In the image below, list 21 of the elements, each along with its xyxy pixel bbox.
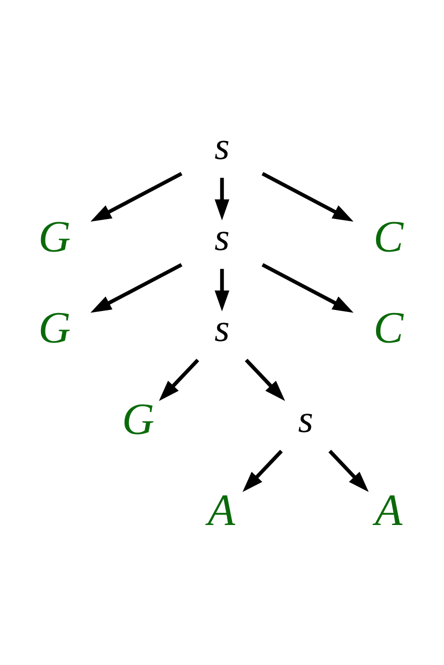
arrow	[242, 449, 283, 492]
arrow	[262, 262, 354, 312]
arrow	[244, 358, 286, 400]
arrow	[158, 358, 200, 400]
arrow	[214, 268, 230, 311]
node-text: s	[214, 306, 230, 350]
node-text: A	[208, 484, 236, 534]
arrow	[90, 172, 182, 222]
node-text: G	[38, 211, 71, 262]
arrow	[214, 177, 230, 220]
node-text: s	[298, 397, 314, 440]
node-text: A	[375, 484, 402, 534]
node-text: s	[214, 215, 230, 258]
arrow	[328, 449, 369, 492]
node-text: C	[374, 302, 404, 352]
node-text: G	[38, 302, 71, 352]
arrow	[90, 262, 182, 312]
node-text: C	[374, 211, 404, 262]
node-text: G	[122, 393, 154, 444]
arrow	[262, 172, 354, 222]
node-text: s	[214, 124, 230, 168]
